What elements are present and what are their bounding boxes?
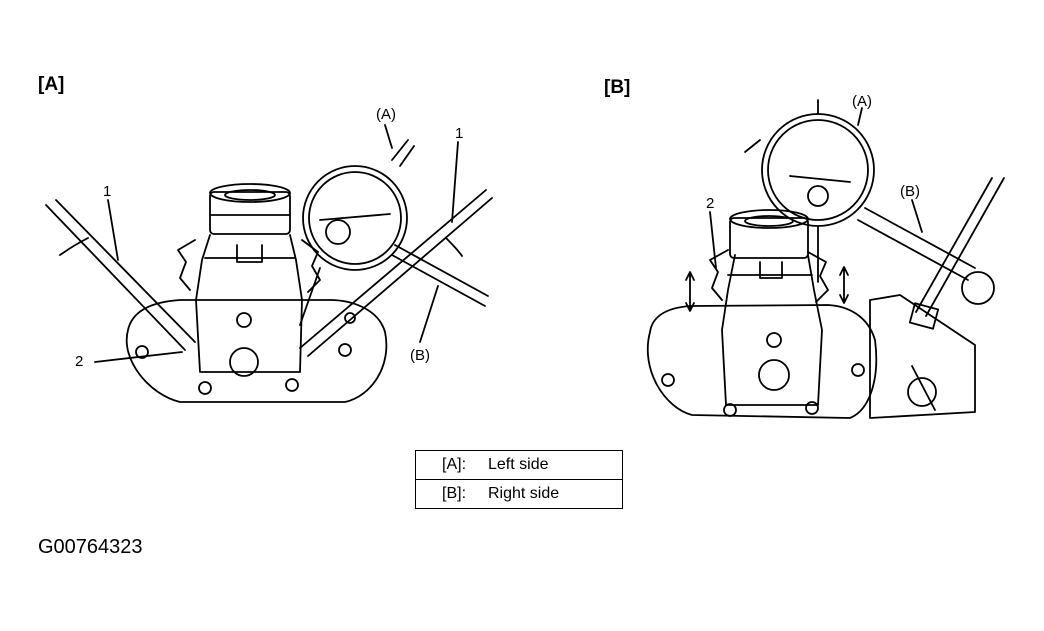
panel-a-label: [A]: [38, 74, 65, 95]
legend-value: Left side: [488, 456, 549, 473]
callout-a-part1-left: 1: [103, 183, 111, 200]
callout-a-part2: 2: [75, 353, 83, 370]
panel-a-drawing: [45, 124, 493, 403]
legend-row: [B]: Right side: [416, 479, 622, 508]
dial-needle: [319, 213, 391, 221]
case-bore: [758, 359, 790, 391]
leader-line: [857, 107, 863, 126]
motion-arrow: [445, 237, 463, 257]
case-pin: [766, 332, 782, 348]
callout-b-tool-a: (A): [852, 93, 872, 110]
side-bearing: [729, 217, 809, 259]
leader-line: [107, 199, 119, 261]
dial-gauge: [302, 165, 408, 271]
leader-line: [94, 351, 183, 363]
dial-stem: [391, 139, 409, 161]
case-bore: [229, 347, 259, 377]
arm-clamp: [961, 271, 995, 305]
leader-line: [419, 285, 439, 343]
case-detail: [727, 261, 813, 279]
callout-a-part1-right: 1: [455, 125, 463, 142]
stand-clamp: [908, 302, 940, 330]
dial-sub: [325, 219, 351, 245]
base-knob: [907, 377, 937, 407]
legend-key: [A]:: [442, 456, 467, 473]
leader-line: [709, 211, 717, 269]
dial-plunger: [299, 267, 321, 326]
magnetic-base: [869, 294, 976, 419]
dial-gauge-face: [767, 119, 869, 221]
figure-id: G00764323: [38, 536, 143, 558]
leader-line: [911, 199, 923, 233]
leader-line: [451, 141, 459, 223]
bearing-top: [209, 183, 291, 203]
legend-table: [A]: Left side [B]: Right side: [415, 450, 623, 509]
differential-case: [721, 254, 823, 406]
bolt-hole: [723, 403, 737, 417]
dial-gauge: [761, 113, 875, 227]
bolt-hole: [198, 381, 212, 395]
ring-gear: [177, 239, 321, 293]
case-detail: [204, 244, 296, 263]
gauge-arm-edge: [857, 219, 969, 281]
ring-gear: [709, 249, 829, 303]
callout-b-part2: 2: [706, 195, 714, 212]
lever-right-edge: [307, 197, 493, 357]
panel-b-label: [B]: [604, 77, 631, 98]
base-knob-lever: [911, 365, 936, 411]
callout-b-tool-b: (B): [900, 183, 920, 200]
dial-sub: [807, 185, 829, 207]
side-bearing: [209, 191, 291, 235]
stand-rod: [925, 177, 1005, 317]
bolt-hole: [805, 401, 819, 415]
lever-right: [299, 189, 487, 349]
bolt-hole: [851, 363, 865, 377]
housing-flange: [646, 304, 878, 419]
motion-arrow: [839, 266, 849, 304]
panel-b-drawing: [646, 99, 1005, 419]
bolt-hole: [661, 373, 675, 387]
legend-value: Right side: [488, 485, 560, 502]
lever-left: [45, 204, 186, 351]
case-pin: [236, 312, 252, 328]
differential-case: [195, 234, 303, 373]
callout-a-tool-a: (A): [376, 106, 396, 123]
leader-line: [384, 124, 393, 149]
callout-a-tool-b: (B): [410, 347, 430, 364]
bolt-hole: [135, 345, 149, 359]
bolt-hole: [285, 378, 299, 392]
bar-tool-edge: [391, 254, 486, 307]
housing-flange: [125, 299, 388, 403]
legend-key: [B]:: [442, 485, 467, 502]
stand-rod-edge: [915, 177, 993, 313]
bolt-hole: [338, 343, 352, 357]
motion-arrow: [59, 237, 89, 256]
dial-needle: [789, 175, 851, 183]
gauge-arm: [864, 207, 976, 269]
bearing-inner: [224, 189, 276, 201]
motion-arrow: [685, 271, 695, 312]
lever-left-edge: [55, 199, 196, 343]
dial-stem: [744, 139, 761, 153]
dial-stem-edge: [399, 145, 415, 167]
legend-row: [A]: Left side: [416, 451, 622, 479]
bolt-hole: [344, 312, 356, 324]
dial-gauge-face: [308, 171, 402, 265]
